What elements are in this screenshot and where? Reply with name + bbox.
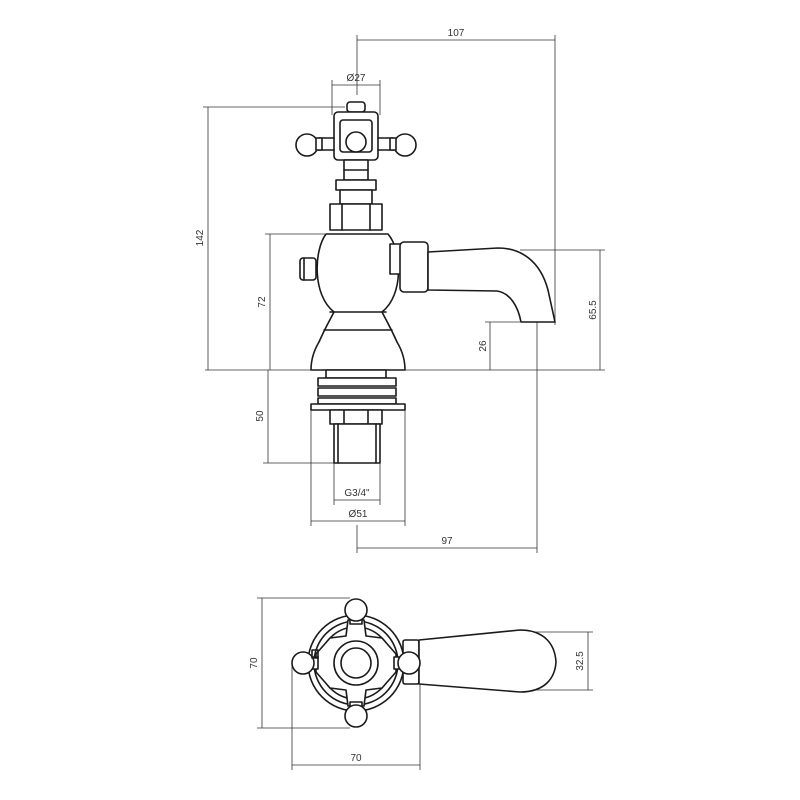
dim-overall-height: 142	[195, 106, 345, 370]
top-view: 70 70 32.5	[249, 597, 593, 770]
cross-handle	[295, 101, 417, 161]
stem-gland	[329, 159, 383, 231]
dim-body-height: 72	[257, 233, 325, 370]
dim-base-diameter: Ø51	[310, 405, 406, 526]
dim-thread: G3/4"	[333, 463, 381, 505]
dim-top-depth-label: 70	[249, 657, 260, 669]
dim-head-diameter: Ø27	[331, 73, 381, 115]
dim-spout-clearance-label: 26	[478, 340, 489, 352]
dim-spout-outlet-height: 65.5	[520, 249, 605, 370]
dim-spout-reach-label: 107	[448, 28, 465, 39]
dim-thread-length-label: 50	[255, 410, 266, 422]
tap-body	[299, 233, 406, 371]
dim-thread-length: 50	[255, 370, 345, 464]
dim-body-height-label: 72	[257, 296, 268, 308]
dim-thread-label: G3/4"	[344, 488, 370, 499]
back-nut	[310, 369, 406, 411]
dim-top-depth: 70	[249, 597, 350, 729]
tap-spout	[389, 241, 556, 323]
top-spout	[402, 629, 557, 693]
dim-overall-height-label: 142	[195, 229, 206, 246]
dim-spout-clearance: 26	[478, 321, 520, 370]
dim-top-width-label: 70	[350, 753, 362, 764]
dim-head-diameter-label: Ø27	[347, 73, 366, 84]
dim-outlet-reach-label: 97	[441, 536, 453, 547]
threaded-tail	[329, 409, 383, 464]
dim-spout-outlet-height-label: 65.5	[588, 300, 599, 320]
side-view: 107 Ø27 142 72 65.5	[195, 28, 605, 553]
dim-outlet-reach: 97	[356, 322, 538, 553]
dim-base-diameter-label: Ø51	[349, 509, 368, 520]
dim-top-spout-width-label: 32.5	[575, 651, 586, 671]
top-cross-handle	[291, 598, 421, 728]
